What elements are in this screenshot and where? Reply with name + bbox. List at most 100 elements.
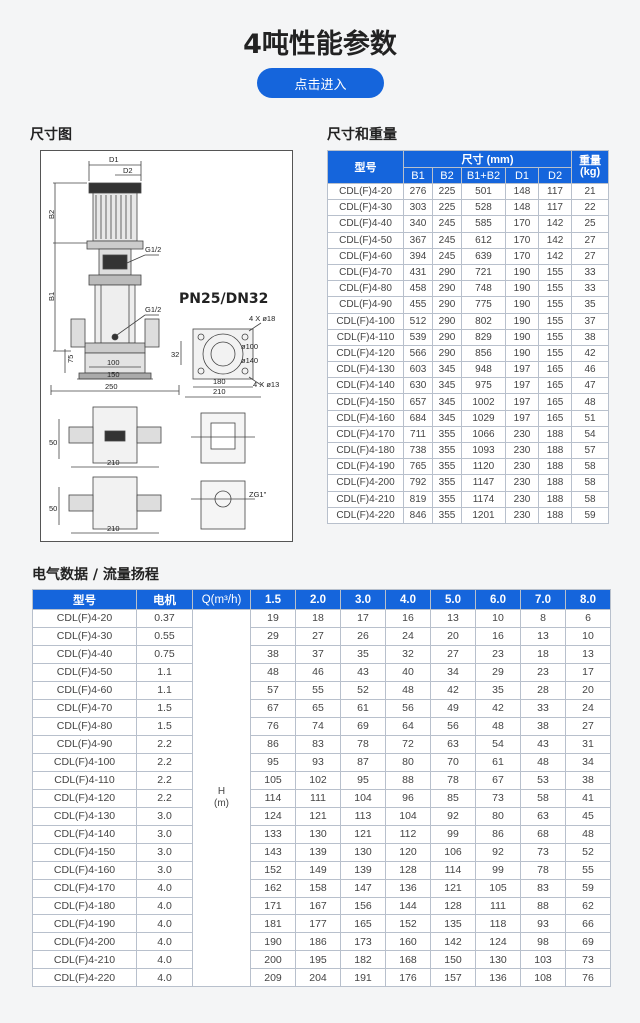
head-cell: 88 [385,770,431,790]
value-cell: 355 [432,506,462,524]
label-140: ø140 [241,356,258,365]
head-cell: 200 [250,950,296,970]
head-cell: 204 [295,968,341,988]
head-cell: 98 [520,932,566,952]
value-cell: 1147 [461,474,506,492]
head-cell: 16 [475,626,521,646]
model-cell: CDL(F)4-180 [32,896,137,916]
value-cell: 501 [461,182,506,201]
value-cell: 170 [505,247,539,265]
head-cell: 55 [565,860,611,880]
value-cell: 225 [432,199,462,217]
enter-button[interactable]: 点击进入 [257,68,384,98]
model-cell: CDL(F)4-170 [32,878,137,898]
size-column-header: B1 [403,167,433,184]
head-cell: 139 [340,860,386,880]
value-cell: 1201 [461,506,506,524]
motor-cell: 2.2 [136,752,193,772]
pn-dn-label: PN25/DN32 [179,291,268,307]
head-cell: 73 [565,950,611,970]
model-cell: CDL(F)4-60 [32,680,137,700]
head-unit-label: H (m) [192,608,251,988]
model-cell: CDL(F)4-140 [32,824,137,844]
head-cell: 48 [520,752,566,772]
head-cell: 121 [430,878,476,898]
electrical-heading: 电气数据 / 流量扬程 [32,567,159,583]
value-cell: 458 [403,280,433,298]
value-cell: 188 [537,490,573,508]
head-cell: 52 [340,680,386,700]
value-cell: 792 [403,474,433,492]
value-cell: 455 [403,296,433,314]
head-cell: 62 [565,896,611,916]
head-cell: 165 [340,914,386,934]
model-cell: CDL(F)4-40 [327,215,404,233]
value-cell: 748 [461,280,506,298]
flow-header: 4.0 [385,589,431,610]
value-cell: 155 [537,344,573,363]
head-cell: 93 [295,752,341,772]
value-cell: 775 [461,296,506,314]
value-cell: 585 [461,215,506,233]
head-cell: 43 [520,734,566,754]
dimension-drawing: D1 D2 B2 B1 G1/2 G1/2 75 100 150 250 4 X… [40,150,293,542]
head-cell: 57 [250,680,296,700]
value-cell: 59 [571,506,610,524]
page-title: 4吨性能参数 [243,29,397,60]
value-cell: 190 [505,312,539,330]
head-cell: 55 [295,680,341,700]
model-cell: CDL(F)4-30 [327,199,404,217]
value-cell: 738 [403,441,433,460]
model-cell: CDL(F)4-210 [327,490,404,508]
value-cell: 290 [432,328,462,346]
value-cell: 290 [432,296,462,314]
head-cell: 124 [475,932,521,952]
value-cell: 117 [537,199,573,217]
value-cell: 188 [537,458,573,476]
head-cell: 114 [430,860,476,880]
value-cell: 142 [537,247,573,265]
label-150: 150 [107,370,120,379]
head-cell: 130 [475,950,521,970]
head-cell: 17 [340,609,386,628]
flow-header: 8.0 [565,589,611,610]
motor-cell: 0.37 [136,609,193,628]
label-d2: D2 [123,166,133,175]
head-cell: 171 [250,896,296,916]
head-cell: 113 [340,806,386,826]
head-cell: 105 [250,770,296,790]
head-cell: 142 [430,932,476,952]
value-cell: 245 [432,215,462,233]
value-cell: 35 [571,296,610,314]
value-cell: 711 [403,425,433,444]
motor-cell: 3.0 [136,860,193,880]
model-cell: CDL(F)4-200 [327,474,404,492]
model-cell: CDL(F)4-170 [327,425,404,444]
value-cell: 948 [461,361,506,379]
motor-cell: 4.0 [136,932,193,952]
head-cell: 92 [475,842,521,862]
value-cell: 190 [505,328,539,346]
head-cell: 105 [475,878,521,898]
value-cell: 188 [537,425,573,444]
label-210c: 210 [213,387,226,396]
head-cell: 61 [340,698,386,718]
value-cell: 197 [505,361,539,379]
head-cell: 121 [295,806,341,826]
head-cell: 45 [565,806,611,826]
value-cell: 225 [432,182,462,201]
head-cell: 162 [250,878,296,898]
flow-header: 1.5 [250,589,296,610]
value-cell: 765 [403,458,433,476]
value-cell: 197 [505,393,539,411]
head-cell: 136 [385,878,431,898]
head-cell: 92 [430,806,476,826]
value-cell: 155 [537,263,573,282]
value-cell: 117 [537,182,573,201]
value-cell: 142 [537,231,573,249]
model-cell: CDL(F)4-120 [327,344,404,363]
